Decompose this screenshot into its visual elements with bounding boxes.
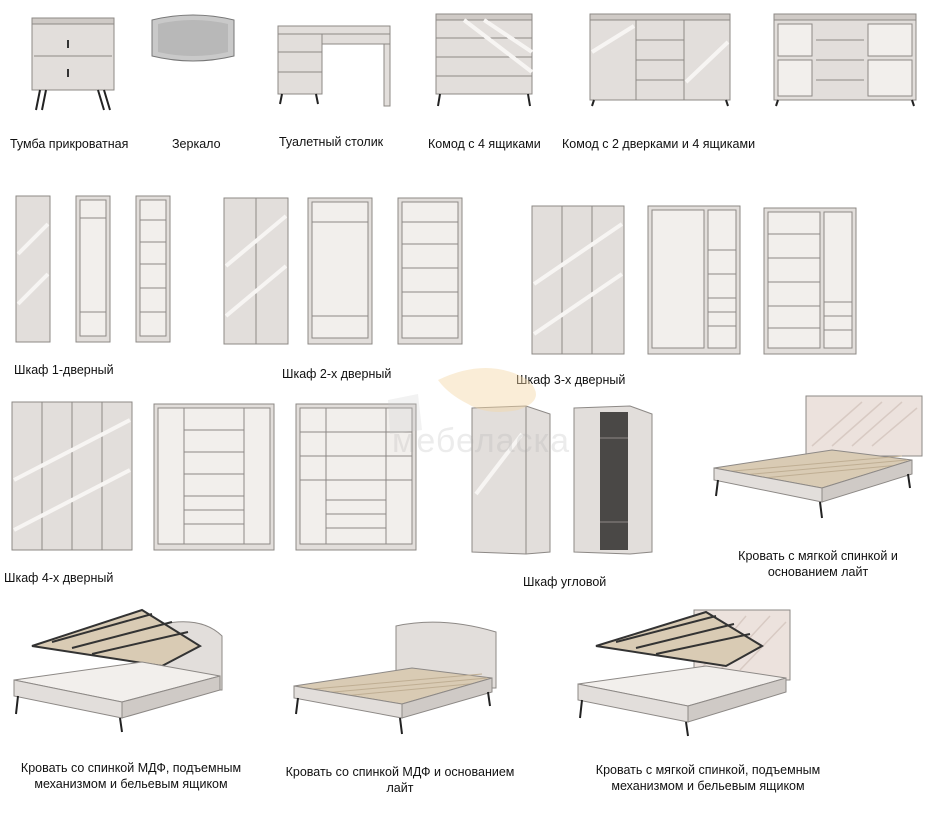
caption-wardrobe-1: Шкаф 1-дверный: [14, 363, 114, 377]
wardrobe-1-group: [14, 194, 174, 344]
wardrobe-2-group: [222, 196, 466, 346]
caption-nightstand: Тумба прикроватная: [10, 137, 129, 151]
caption-mirror: Зеркало: [172, 137, 221, 151]
open-dresser-image: [772, 12, 918, 107]
caption-wardrobe-3: Шкаф 3-х дверный: [516, 373, 626, 387]
caption-corner: Шкаф угловой: [523, 575, 607, 589]
dresser-2d4-image: [588, 12, 732, 107]
caption-bed-mdf-lift-l1: Кровать со спинкой МДФ, подъемным: [20, 761, 242, 775]
wardrobe-3-group: [530, 204, 858, 356]
nightstand-image: [30, 14, 118, 114]
caption-bed-mdf-lite-l2: лайт: [386, 781, 414, 795]
corner-wardrobe-group: [470, 404, 656, 556]
bed-mdf-lift-image: [12, 606, 226, 734]
caption-dressing-table: Туалетный столик: [279, 135, 384, 149]
dressing-table-image: [276, 22, 394, 107]
bed-soft-lite-image: [712, 394, 924, 522]
caption-dresser-2d4: Комод с 2 дверками и 4 ящиками: [562, 137, 756, 151]
caption-bed-soft-lift-l1: Кровать с мягкой спинкой, подъемным: [595, 763, 821, 777]
mirror-image: [148, 10, 238, 66]
bed-soft-lift-image: [576, 606, 792, 738]
caption-bed-mdf-lift-l2: механизмом и бельевым ящиком: [34, 777, 228, 791]
wardrobe-4-group: [10, 400, 420, 552]
caption-wardrobe-4: Шкаф 4-х дверный: [4, 571, 114, 585]
caption-bed-soft-lift-l2: механизмом и бельевым ящиком: [611, 779, 805, 793]
caption-wardrobe-2: Шкаф 2-х дверный: [282, 367, 392, 381]
caption-bed-soft-lite-l1: Кровать с мягкой спинкой и: [738, 549, 898, 563]
caption-dresser-4: Комод с 4 ящиками: [428, 137, 541, 151]
dresser-4-image: [434, 12, 534, 107]
bed-mdf-lite-image: [292, 616, 502, 738]
caption-bed-soft-lite-l2: основанием лайт: [767, 565, 869, 579]
caption-bed-mdf-lite-l1: Кровать со спинкой МДФ и основанием: [285, 765, 515, 779]
